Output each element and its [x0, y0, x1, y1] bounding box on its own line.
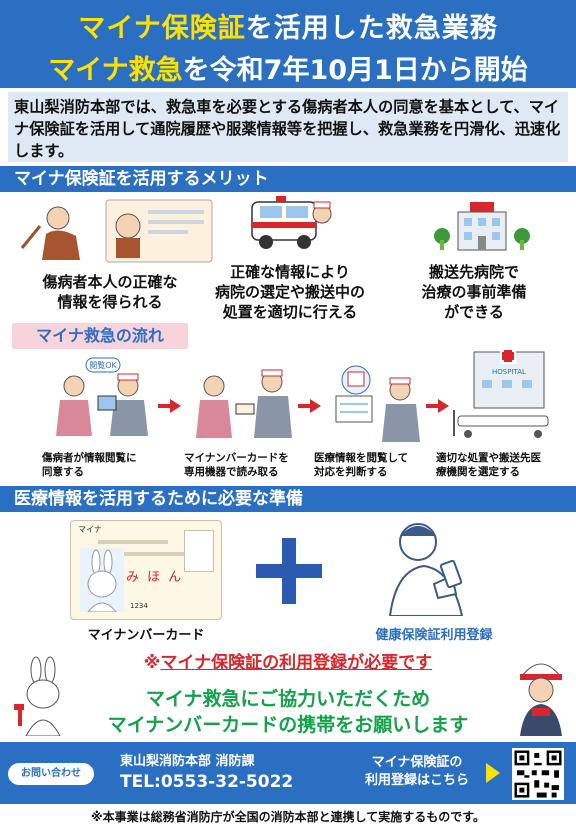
flow-title: マイナ救急の流れ	[12, 323, 188, 349]
cta-line2: マイナンバーカードの携帯をお願いします	[107, 714, 469, 736]
intro-text: 東山梨消防本部では、救急車を必要とする傷病者本人の同意を基本として、マイナ保険証…	[14, 98, 561, 160]
footer-bar	[0, 742, 576, 804]
flow-step-3-caption: 医療情報を閲覧して 対応を判断する	[314, 451, 434, 479]
card-name: マイナ	[78, 525, 102, 534]
merits-band	[0, 166, 576, 192]
card-label: マイナンバーカード	[87, 628, 205, 643]
flow-step-4-illustration: HOSPITAL	[453, 348, 549, 438]
flow-step-2-line1: マイナンバーカードを	[184, 452, 289, 464]
flow-arrow-3	[438, 399, 449, 413]
cta-line1: マイナ救急にご協力いただくため	[145, 688, 431, 710]
merit-3: 搬送先病院で 治療の事前準備 ができる	[394, 262, 554, 322]
merit-1-line1: 傷病者本人の正確な	[42, 273, 178, 291]
merit-3-line3: ができる	[444, 303, 504, 321]
arrow-right-icon	[486, 763, 500, 783]
main-title-highlight: マイナ保険証	[78, 13, 246, 44]
merit-2-line1: 正確な情報により	[230, 263, 350, 281]
registration-link-line2: 利用登録はこちら	[364, 773, 469, 788]
footer-org: 東山梨消防本部 消防課	[120, 754, 255, 769]
ambulance-illustration	[251, 196, 332, 249]
merit-2: 正確な情報により 病院の選定や搬送中の 処置を適切に行える	[200, 262, 380, 322]
card-stamp-area	[184, 530, 214, 572]
flow-arrow-1	[170, 399, 181, 413]
card-kana: み ほ ん	[126, 570, 184, 585]
main-title: マイナ保険証を活用した救急業務	[0, 6, 576, 45]
flow-arrow-3-bar	[426, 404, 438, 408]
flow-step-4-line1: 適切な処置や搬送先医	[436, 452, 541, 464]
smartphone-user-illustration	[388, 523, 464, 616]
flow-step-1-illustration: 閲覧OK	[56, 357, 148, 436]
merit-3-line2: 治療の事前準備	[421, 283, 527, 301]
merit-2-line2: 病院の選定や搬送中の	[214, 283, 365, 301]
card-line-1	[98, 540, 168, 544]
flow-step-1-line2: 同意する	[42, 466, 84, 478]
notice-mark: ※	[143, 653, 161, 673]
prep-band	[0, 486, 576, 512]
rabbit-mascot-icon	[14, 656, 61, 736]
registration-link-line1: マイナ保険証の	[371, 755, 463, 770]
merit-3-line1: 搬送先病院で	[428, 263, 519, 281]
card-line-2	[98, 552, 188, 556]
rabbit-photo-icon	[80, 548, 124, 612]
header-banner	[0, 0, 576, 88]
merit-1-line2: 情報を得られる	[57, 293, 163, 311]
flow-step-2-line2: 専用機器で読み取る	[184, 466, 279, 478]
flow-arrow-1-bar	[158, 404, 170, 408]
flow-arrow-2	[310, 399, 321, 413]
merit-2-line3: 処置を適切に行える	[222, 303, 358, 321]
registration-link[interactable]: マイナ保険証の 利用登録はこちら	[352, 754, 482, 790]
consent-bubble-text: 閲覧OK	[89, 360, 117, 370]
patient-card-illustration	[20, 199, 213, 263]
flow-step-4-caption: 適切な処置や搬送先医 療機関を選定する	[436, 451, 572, 479]
flow-step-3-illustration	[335, 365, 420, 442]
merits-title: マイナ保険証を活用するメリット	[14, 169, 269, 189]
flow-step-3-line2: 対応を判断する	[314, 466, 388, 478]
hospital-sign: HOSPITAL	[492, 368, 526, 376]
card-number: 1234	[130, 602, 148, 610]
notice-text: マイナ保険証の利用登録が必要です	[160, 653, 433, 673]
main-title-rest: を活用した救急業務	[245, 13, 498, 44]
plus-icon-vertical	[282, 538, 296, 604]
footer-tel[interactable]: TEL:0553-32-5022	[120, 772, 294, 792]
flow-arrow-2-bar	[298, 404, 310, 408]
flow-step-3-line1: 医療情報を閲覧して	[314, 452, 409, 464]
prep-title: 医療情報を活用するために必要な準備	[14, 489, 303, 509]
sub-title-rest: を令和7年10月1日から開始	[182, 55, 528, 86]
flow-step-2-caption: マイナンバーカードを 専用機器で読み取る	[184, 451, 314, 479]
registration-notice: ※マイナ保険証の利用登録が必要です	[0, 648, 576, 673]
flow-step-1-caption: 傷病者が情報閲覧に 同意する	[42, 451, 172, 479]
qr-code-icon[interactable]	[512, 748, 564, 800]
merit-1: 傷病者本人の正確な 情報を得られる	[20, 272, 200, 312]
contact-pill: お問い合わせ	[8, 763, 94, 785]
disclaimer: ※本事業は総務省消防庁が全国の消防本部と連携して実施するものです。	[90, 810, 486, 824]
flow-step-2-illustration	[196, 369, 292, 438]
intro-box	[8, 92, 568, 162]
flow-step-1-line1: 傷病者が情報閲覧に	[42, 452, 137, 464]
sub-title: マイナ救急を令和7年10月1日から開始	[0, 48, 576, 87]
flow-step-4-line2: 療機関を選定する	[436, 466, 520, 478]
registration-label: 健康保険証利用登録	[375, 628, 493, 643]
hospital-illustration	[434, 202, 530, 251]
firefighter-mascot-icon	[520, 663, 562, 736]
sub-title-highlight: マイナ救急	[48, 55, 183, 86]
